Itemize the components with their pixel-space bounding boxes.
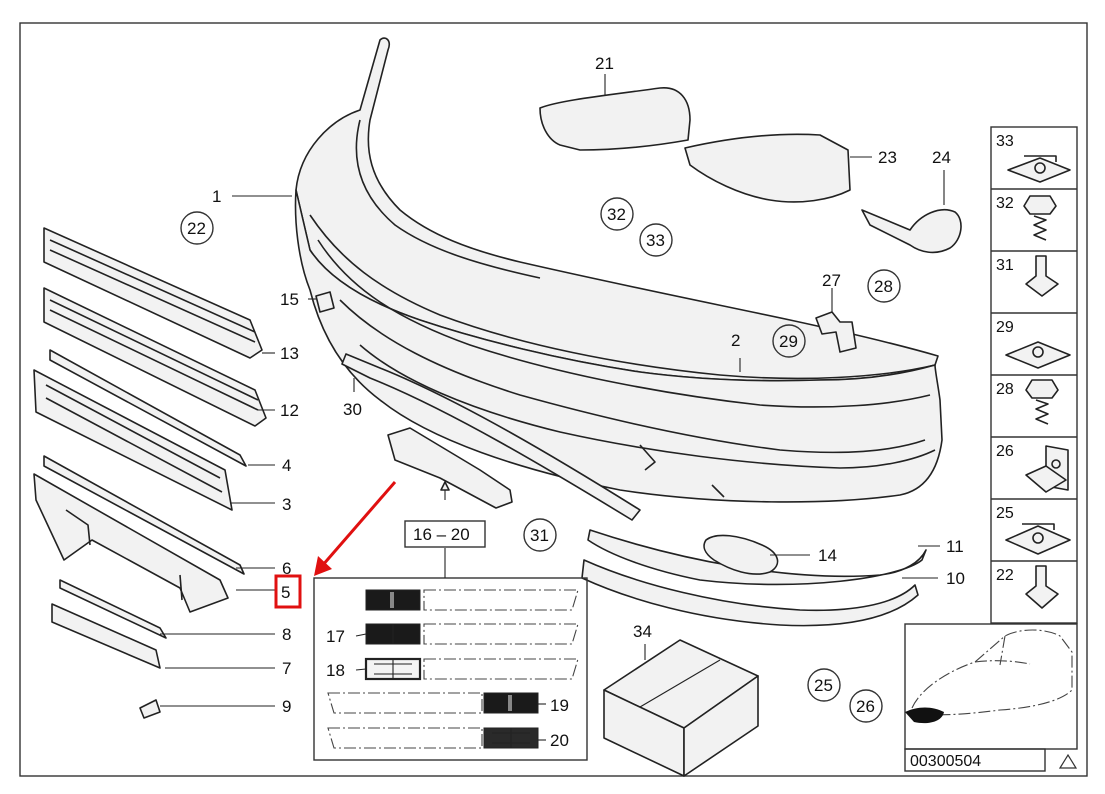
callout-21: 21 [595, 54, 614, 73]
clip-nut-33 [1007, 157, 1071, 183]
circled-22: 22 [187, 219, 206, 238]
callout-6: 6 [282, 559, 291, 578]
part-14-fog-cover [703, 534, 779, 575]
hardware-label-1: 32 [996, 195, 1014, 212]
callout-27: 27 [822, 271, 841, 290]
warning-triangle-icon [1058, 753, 1078, 769]
reference-code: 00300504 [910, 753, 981, 770]
leader-lines [160, 74, 945, 741]
callout-2: 2 [731, 331, 740, 350]
hardware-label-5: 26 [996, 443, 1014, 460]
callout-13: 13 [280, 344, 299, 363]
callout-1: 1 [212, 187, 221, 206]
hardware-label-2: 31 [996, 257, 1014, 274]
callout-3: 3 [282, 495, 291, 514]
circled-26: 26 [856, 697, 875, 716]
circled-29: 29 [779, 332, 798, 351]
insert-variants [327, 589, 579, 749]
range-box [404, 520, 486, 548]
callout-range: 16 – 20 [413, 525, 470, 544]
callout-17: 17 [326, 627, 345, 646]
callout-5: 5 [281, 583, 290, 602]
circled-32: 32 [607, 205, 626, 224]
circled-25: 25 [814, 676, 833, 695]
part-16-20-insert [387, 427, 513, 509]
callout-15: 15 [280, 290, 299, 309]
callout-8: 8 [282, 625, 291, 644]
location-inset-frame [904, 623, 1078, 750]
callout-14: 14 [818, 546, 837, 565]
car-outline [905, 629, 1073, 724]
callout-4: 4 [282, 456, 291, 475]
callout-19: 19 [550, 696, 569, 715]
hardware-label-3: 29 [996, 319, 1014, 336]
part-34-box [603, 639, 759, 777]
highlight-arrow [314, 481, 397, 576]
callout-10: 10 [946, 569, 965, 588]
hardware-drawings [1005, 155, 1071, 609]
diagram-frame [19, 22, 1088, 777]
expanding-rivet-22 [1025, 565, 1059, 609]
insert-variants-frame [313, 577, 588, 761]
hardware-label-6: 25 [996, 505, 1014, 522]
callout-18: 18 [326, 661, 345, 680]
hardware-label-0: 33 [996, 133, 1014, 150]
callout-23: 23 [878, 148, 897, 167]
part-15-clip [315, 291, 335, 313]
callout-34: 34 [633, 622, 652, 641]
hardware-label-4: 28 [996, 381, 1014, 398]
bolt-32 [1023, 195, 1057, 215]
part-21-bracket [539, 87, 691, 151]
clip-nut-25 [1005, 525, 1071, 555]
clip-nut-29 [1005, 341, 1071, 369]
callout-11: 11 [946, 537, 964, 556]
circled-31: 31 [530, 526, 549, 545]
callout-30: 30 [343, 400, 362, 419]
hardware-cells [991, 188, 1077, 562]
callout-20: 20 [550, 731, 569, 750]
part-10-strip [581, 559, 919, 627]
circled-33: 33 [646, 231, 665, 250]
callout-9: 9 [282, 697, 291, 716]
part-23-duct [684, 133, 851, 203]
grilles-left [33, 227, 267, 719]
circled-callouts [180, 197, 901, 723]
reference-code-box [904, 748, 1046, 772]
part-27-clip [815, 311, 857, 353]
callout-12: 12 [280, 401, 299, 420]
expanding-rivet-31 [1025, 255, 1059, 297]
highlight-box [274, 574, 302, 609]
bolt-28 [1025, 379, 1059, 399]
part-24-bracket [861, 208, 962, 254]
circled-28: 28 [874, 277, 893, 296]
callout-24: 24 [932, 148, 951, 167]
callout-7: 7 [282, 659, 291, 678]
hardware-label-7: 22 [996, 567, 1014, 584]
part-30-strip [341, 353, 641, 521]
